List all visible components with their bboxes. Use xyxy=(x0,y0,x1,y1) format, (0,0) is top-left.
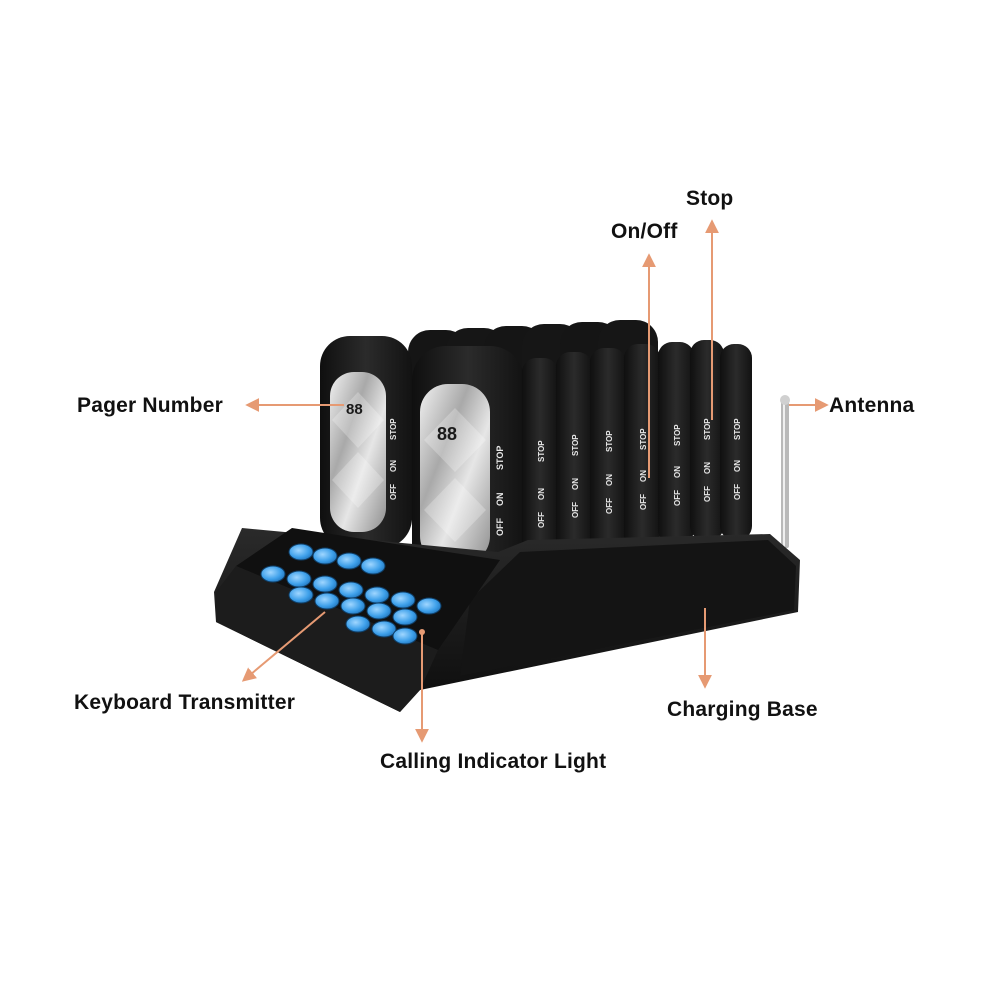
off-text: OFF xyxy=(389,484,398,500)
svg-text:STOP: STOP xyxy=(571,434,580,456)
pager-number-display: 88 xyxy=(346,401,363,418)
on-text: ON xyxy=(495,493,505,507)
front-pager-row: STOP ON OFF STOP ON OFF STOP ON OFF STOP… xyxy=(522,340,752,573)
on-text: ON xyxy=(389,460,398,472)
label-calling-indicator-light: Calling Indicator Light xyxy=(380,750,606,773)
svg-text:OFF: OFF xyxy=(673,490,682,506)
svg-text:STOP: STOP xyxy=(605,430,614,452)
antenna xyxy=(780,395,790,548)
svg-text:STOP: STOP xyxy=(703,418,712,440)
svg-text:ON: ON xyxy=(733,460,742,472)
off-text: OFF xyxy=(495,518,505,536)
svg-text:OFF: OFF xyxy=(733,484,742,500)
label-stop: Stop xyxy=(686,187,733,210)
pager-number-display: 88 xyxy=(437,424,457,444)
label-keyboard-transmitter: Keyboard Transmitter xyxy=(74,691,295,714)
svg-text:STOP: STOP xyxy=(537,440,546,462)
svg-text:ON: ON xyxy=(673,466,682,478)
label-charging-base: Charging Base xyxy=(667,698,818,721)
stop-text: STOP xyxy=(389,418,398,440)
label-antenna: Antenna xyxy=(829,394,915,417)
leader-lines xyxy=(241,219,829,743)
svg-text:OFF: OFF xyxy=(703,486,712,502)
svg-text:ON: ON xyxy=(605,474,614,486)
pager-left-featured: 88 STOP ON OFF xyxy=(320,336,412,548)
svg-text:ON: ON xyxy=(703,462,712,474)
svg-text:OFF: OFF xyxy=(639,494,648,510)
side-button-labels: STOP ON OFF STOP ON OFF STOP ON OFF STOP… xyxy=(537,418,742,528)
svg-text:ON: ON xyxy=(537,488,546,500)
svg-text:OFF: OFF xyxy=(571,502,580,518)
label-pager-number: Pager Number xyxy=(77,394,223,417)
pager-silver-face xyxy=(330,372,386,532)
svg-text:STOP: STOP xyxy=(639,428,648,450)
svg-text:OFF: OFF xyxy=(537,512,546,528)
pager-front-featured: 88 STOP ON OFF xyxy=(412,346,524,578)
svg-text:OFF: OFF xyxy=(605,498,614,514)
label-on-off: On/Off xyxy=(611,220,678,243)
charging-base xyxy=(214,528,800,712)
pager-silver-face xyxy=(420,384,490,564)
svg-text:STOP: STOP xyxy=(733,418,742,440)
stop-text: STOP xyxy=(495,446,505,470)
svg-text:STOP: STOP xyxy=(673,424,682,446)
callout-labels: Stop On/Off Pager Number Antenna Keyboar… xyxy=(74,187,915,773)
keypad-buttons xyxy=(260,543,442,645)
svg-text:ON: ON xyxy=(639,470,648,482)
keyboard-transmitter-leader xyxy=(241,611,326,682)
svg-text:ON: ON xyxy=(571,478,580,490)
